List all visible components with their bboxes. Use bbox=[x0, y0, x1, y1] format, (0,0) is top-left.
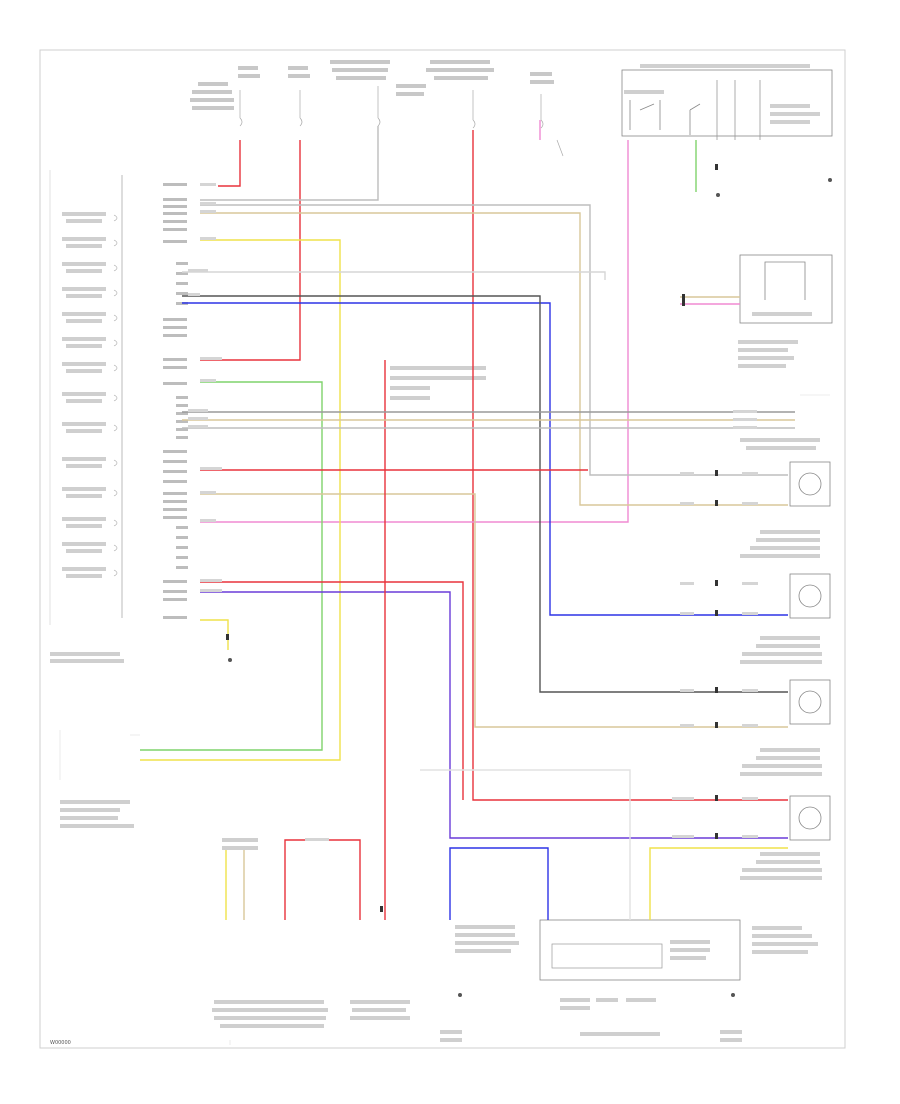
pin-labels bbox=[163, 183, 188, 619]
wire-yellow-3 bbox=[649, 847, 788, 920]
wire-red-supply-2 bbox=[200, 140, 301, 361]
left-front-wheel-sensor-label bbox=[740, 852, 822, 954]
left-rear-wheel-sensor bbox=[740, 748, 831, 841]
instrument-cluster bbox=[539, 919, 741, 1036]
diagram-border bbox=[39, 49, 846, 1049]
auxiliary-lines bbox=[59, 394, 830, 1045]
fuse-symbols bbox=[239, 86, 564, 157]
wire-green-2 bbox=[140, 381, 323, 751]
steering-column-module bbox=[621, 64, 833, 140]
wire-pink-1 bbox=[200, 140, 629, 523]
esp-control-module bbox=[49, 170, 188, 663]
valve-label-blocks bbox=[50, 212, 124, 663]
yaw-rate-sensor bbox=[740, 438, 831, 507]
brake-fluid-switch-labels bbox=[60, 366, 742, 1042]
fuse-block-labels bbox=[190, 60, 554, 110]
ground-symbols bbox=[228, 178, 832, 997]
wire-violet-1 bbox=[200, 591, 788, 839]
valve-symbols bbox=[113, 214, 118, 577]
wire-red-supply-3 bbox=[472, 130, 788, 801]
connector-markers bbox=[226, 164, 718, 912]
wire-gray-1 bbox=[200, 204, 788, 476]
wire-gray-2 bbox=[200, 126, 379, 201]
wire-red-4 bbox=[200, 581, 464, 800]
right-front-wheel-sensor bbox=[740, 530, 831, 619]
wires bbox=[140, 120, 795, 920]
steering-angle-sensor bbox=[738, 254, 833, 368]
wire-black-1 bbox=[182, 295, 788, 693]
wire-blue-1 bbox=[182, 302, 788, 616]
wire-tan-1 bbox=[200, 212, 788, 506]
wire-yellow-1 bbox=[140, 239, 341, 761]
wire-tags bbox=[188, 183, 758, 841]
wire-tan-2 bbox=[200, 493, 788, 728]
wire-light-gray-1 bbox=[420, 769, 631, 920]
right-rear-wheel-sensor bbox=[740, 636, 831, 725]
wire-red-supply-1 bbox=[218, 140, 241, 187]
wire-yellow-4 bbox=[200, 619, 229, 650]
wheel-speed-sensors bbox=[740, 438, 831, 954]
wire-gray-3 bbox=[182, 271, 606, 280]
wire-blue-2 bbox=[449, 847, 549, 920]
wire-red-6 bbox=[284, 839, 361, 920]
diagram-code: W00000 bbox=[50, 1040, 71, 1046]
